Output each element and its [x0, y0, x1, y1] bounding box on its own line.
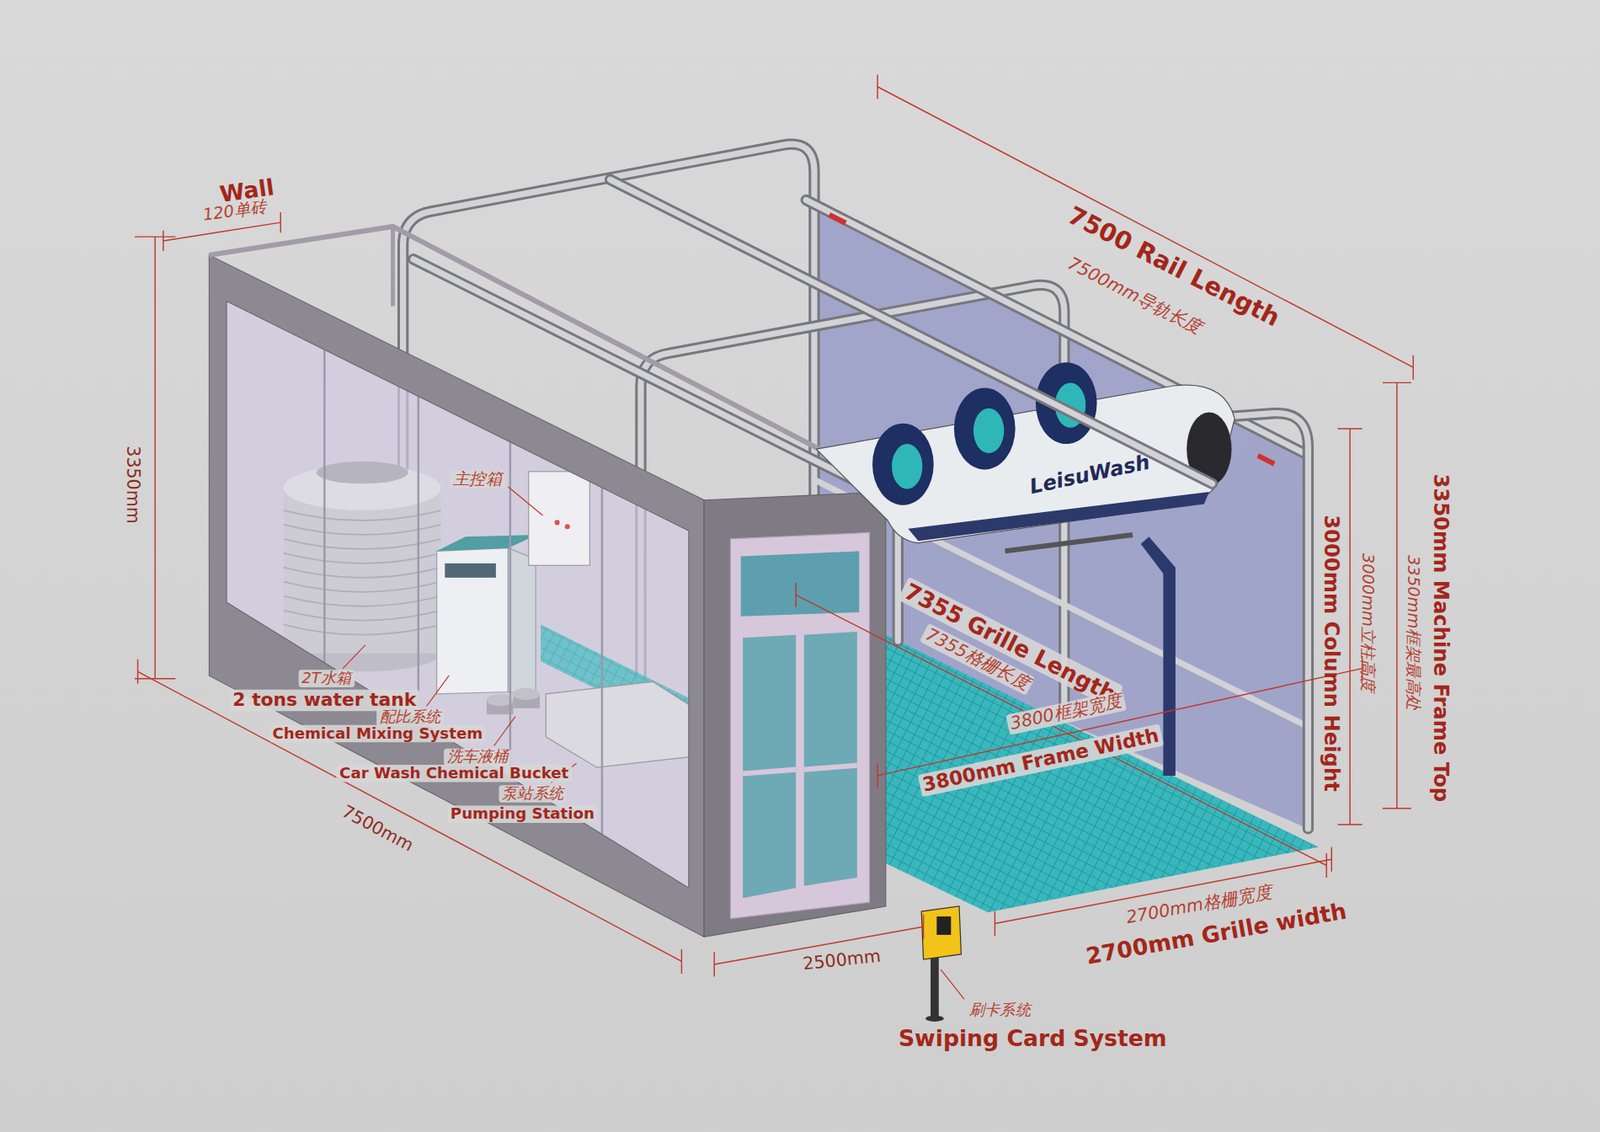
door-rail	[742, 765, 858, 774]
reader-box	[921, 906, 961, 960]
dimension-label: 3000mm Column Height	[1319, 514, 1344, 792]
blower-fan	[954, 387, 1016, 470]
reader-base	[925, 1015, 944, 1022]
part-label: 泵站系统	[499, 784, 567, 803]
part-label: 刷卡系统	[969, 1001, 1031, 1019]
part-label: 2 tons water tank	[229, 689, 420, 711]
leader-lines	[342, 486, 965, 999]
part-label: Pumping Station	[447, 805, 598, 823]
blower-fan	[872, 423, 934, 506]
dimension-lines	[134, 74, 1414, 976]
sensor-bar	[1005, 534, 1133, 551]
rail-marker	[1256, 453, 1275, 466]
leader-line	[493, 716, 515, 747]
leader-line	[342, 645, 366, 669]
part-label: 洗车液桶	[443, 748, 512, 767]
dimension-label: 3000mm立柱高度	[1358, 553, 1377, 693]
room-wall	[208, 255, 704, 937]
part-label: Car Wash Chemical Bucket	[336, 764, 571, 783]
door-leaf	[742, 634, 796, 899]
wash-gantry	[816, 362, 1235, 776]
reader-screen	[936, 916, 951, 935]
dimension-label: 3350mm	[122, 445, 144, 524]
blower-fan	[891, 443, 923, 489]
leader-line	[940, 969, 965, 999]
equipment-room	[208, 226, 886, 937]
gantry-stripe	[907, 491, 1209, 541]
wall-edge	[390, 226, 395, 307]
dimension-line	[138, 659, 683, 974]
door-transom	[741, 550, 860, 617]
glass-divider	[324, 350, 603, 834]
door-leaf	[804, 631, 858, 886]
blower-fan	[973, 408, 1004, 454]
leader-line	[507, 486, 543, 516]
dimension-line	[795, 582, 1327, 878]
room-end-wall	[704, 491, 886, 937]
card-reader	[921, 906, 961, 1022]
part-label: Chemical Mixing System	[269, 725, 486, 743]
door-frame	[730, 533, 870, 919]
part-label: 主控箱	[449, 469, 505, 489]
part-label: 配比系统	[376, 708, 444, 726]
rail-marker	[827, 212, 847, 225]
part-label: 2T水箱	[298, 669, 355, 688]
leader-line	[426, 675, 449, 706]
part-label: Swiping Card System	[898, 1025, 1168, 1052]
dimension-label: 3350mm框架最高处	[1403, 554, 1423, 710]
dimension-label: 3350mm Machine Frame Top	[1429, 473, 1453, 802]
dimension-line	[714, 914, 923, 977]
dimension-line	[877, 74, 1414, 379]
